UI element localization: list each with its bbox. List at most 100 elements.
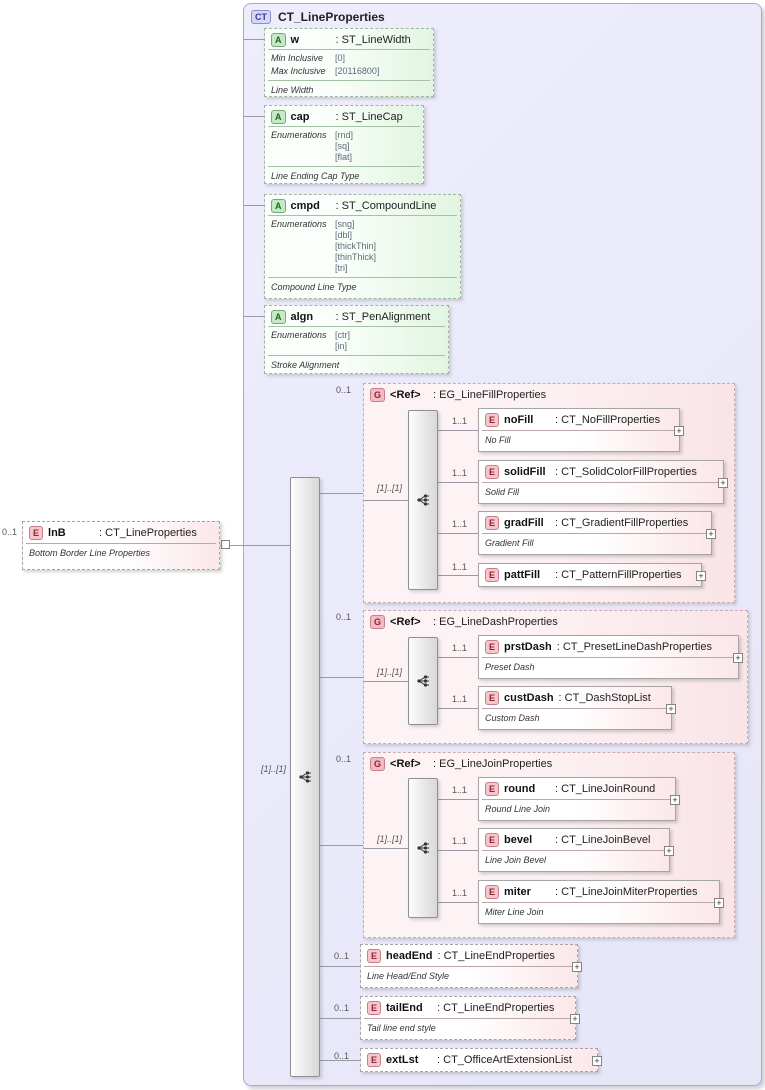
- attribute-name: algn: [290, 311, 314, 323]
- cardinality-label: 1..1: [452, 785, 468, 795]
- cardinality-label: 1..1: [452, 694, 468, 704]
- element-badge: E: [485, 568, 500, 582]
- connector-line: [243, 39, 264, 40]
- sequence-icon: [416, 675, 429, 687]
- element-box-noFill[interactable]: E noFill : CT_NoFillProperties No Fill +: [478, 408, 684, 452]
- divider: [268, 326, 445, 327]
- divider: [26, 543, 216, 544]
- element-box-miter[interactable]: E miter : CT_LineJoinMiterProperties Mit…: [478, 880, 724, 924]
- expand-icon[interactable]: +: [718, 478, 728, 488]
- connector-line: [364, 848, 408, 849]
- element-type: : CT_LineEndProperties: [437, 950, 555, 962]
- expand-icon[interactable]: +: [664, 846, 674, 856]
- group-badge: G: [370, 388, 386, 402]
- element-type: : CT_LineJoinBevel: [555, 834, 651, 846]
- expand-icon[interactable]: +: [572, 962, 582, 972]
- connector-line: [220, 545, 243, 546]
- element-name: tailEnd: [386, 1002, 423, 1014]
- attribute-box-cap[interactable]: A cap : ST_LineCap Enumerations [rnd] [s…: [264, 105, 424, 184]
- connector-line: [364, 500, 408, 501]
- cardinality-label: 1..1: [452, 519, 468, 529]
- element-name: miter: [504, 886, 531, 898]
- divider: [482, 708, 668, 709]
- expand-icon[interactable]: +: [670, 795, 680, 805]
- element-box-gradFill[interactable]: E gradFill : CT_GradientFillProperties G…: [478, 511, 716, 555]
- element-box-prstDash[interactable]: E prstDash : CT_PresetLineDashProperties…: [478, 635, 743, 679]
- attribute-badge: A: [271, 199, 286, 213]
- connector-line: [243, 116, 264, 117]
- expand-icon[interactable]: +: [696, 571, 706, 581]
- element-description: Preset Dash: [485, 662, 535, 672]
- expand-icon[interactable]: +: [674, 426, 684, 436]
- expand-icon[interactable]: +: [666, 704, 676, 714]
- element-box-pattFill[interactable]: E pattFill : CT_PatternFillProperties +: [478, 563, 706, 587]
- element-name: pattFill: [504, 569, 541, 581]
- element-description: Miter Line Join: [485, 907, 544, 917]
- element-name: prstDash: [504, 641, 552, 653]
- element-box-tailEnd[interactable]: E tailEnd : CT_LineEndProperties Tail li…: [360, 996, 580, 1040]
- divider: [364, 1018, 572, 1019]
- connector-line: [320, 677, 363, 678]
- choice-indicator: [408, 778, 438, 918]
- cardinality-label: 1..1: [452, 468, 468, 478]
- connector-line: [320, 1060, 360, 1061]
- attribute-description: Line Ending Cap Type: [271, 171, 360, 181]
- element-type: : CT_DashStopList: [558, 692, 651, 704]
- attribute-box-w[interactable]: A w : ST_LineWidth Min Inclusive [0] Max…: [264, 28, 434, 97]
- element-box-round[interactable]: E round : CT_LineJoinRound Round Line Jo…: [478, 777, 680, 821]
- attribute-box-algn[interactable]: A algn : ST_PenAlignment Enumerations [c…: [264, 305, 449, 374]
- complex-type-badge: CT: [251, 10, 271, 24]
- expand-icon[interactable]: +: [706, 529, 716, 539]
- expand-icon[interactable]: +: [733, 653, 743, 663]
- cardinality-label: 0..1: [336, 754, 352, 764]
- fact-value: [tri]: [335, 263, 348, 273]
- cardinality-label: 1..1: [452, 643, 468, 653]
- sequence-indicator: [290, 477, 320, 1077]
- element-type: : CT_LineJoinRound: [555, 783, 656, 795]
- element-box-lnB[interactable]: E lnB : CT_LineProperties Bottom Border …: [22, 521, 220, 570]
- element-name: extLst: [386, 1054, 419, 1066]
- element-box-solidFill[interactable]: E solidFill : CT_SolidColorFillPropertie…: [478, 460, 728, 504]
- choice-indicator: [408, 637, 438, 725]
- connector-line: [320, 966, 360, 967]
- cardinality-label: 0..1: [336, 385, 352, 395]
- divider: [364, 966, 574, 967]
- attribute-name: cmpd: [290, 200, 320, 212]
- group-name: <Ref>: [390, 389, 421, 401]
- fact-value: [sq]: [335, 141, 350, 151]
- cardinality-label: 1..1: [452, 888, 468, 898]
- fact-label: Min Inclusive: [271, 53, 324, 63]
- sequence-icon: [416, 494, 429, 506]
- attribute-type: : ST_CompoundLine: [335, 200, 437, 212]
- element-badge: E: [485, 640, 500, 654]
- element-badge: E: [485, 833, 500, 847]
- cardinality-label: 0..1: [334, 1051, 350, 1061]
- element-box-extLst[interactable]: E extLst : CT_OfficeArtExtensionList +: [360, 1048, 602, 1072]
- cardinality-label: 1..1: [452, 836, 468, 846]
- expand-icon[interactable]: +: [714, 898, 724, 908]
- element-badge: E: [367, 1001, 382, 1015]
- element-badge: E: [485, 465, 500, 479]
- element-box-custDash[interactable]: E custDash : CT_DashStopList Custom Dash…: [478, 686, 676, 730]
- element-type: : CT_LineJoinMiterProperties: [555, 886, 698, 898]
- connector-node: [221, 540, 230, 549]
- expand-icon[interactable]: +: [592, 1056, 602, 1066]
- connector-line: [243, 316, 264, 317]
- element-box-bevel[interactable]: E bevel : CT_LineJoinBevel Line Join Bev…: [478, 828, 674, 872]
- element-box-headEnd[interactable]: E headEnd : CT_LineEndProperties Line He…: [360, 944, 582, 988]
- connector-line: [320, 845, 363, 846]
- group-badge: G: [370, 615, 386, 629]
- divider: [482, 902, 716, 903]
- attribute-name: w: [290, 34, 300, 46]
- cardinality-label: [1]..[1]: [377, 483, 403, 493]
- attribute-box-cmpd[interactable]: A cmpd : ST_CompoundLine Enumerations [s…: [264, 194, 461, 299]
- fact-value: [ctr]: [335, 330, 350, 340]
- element-badge: E: [485, 691, 500, 705]
- element-type: : CT_PatternFillProperties: [555, 569, 682, 581]
- expand-icon[interactable]: +: [570, 1014, 580, 1024]
- element-name: gradFill: [504, 517, 544, 529]
- sequence-icon: [298, 771, 311, 783]
- element-description: Custom Dash: [485, 713, 540, 723]
- fact-value: [flat]: [335, 152, 353, 162]
- divider: [482, 533, 708, 534]
